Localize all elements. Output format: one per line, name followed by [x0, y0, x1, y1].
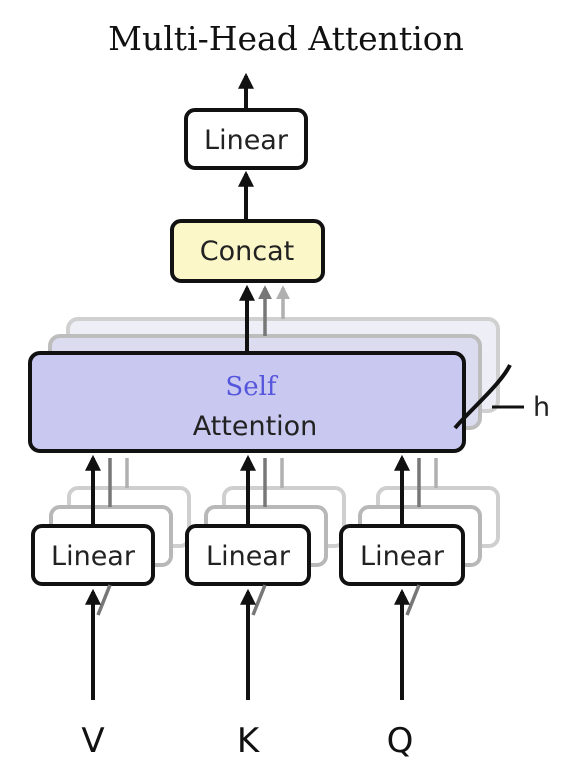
self-attention-block: Self Attention	[28, 351, 466, 453]
input-q-branch	[405, 584, 421, 616]
concat-block: Concat	[170, 219, 325, 283]
linear-k-box	[185, 524, 311, 586]
heads-label: h	[533, 392, 550, 423]
output-linear-box	[184, 108, 308, 170]
input-q-label: Q	[387, 721, 414, 761]
output-linear-label: Linear	[204, 125, 289, 156]
self-attention-box	[28, 351, 466, 453]
concat-box	[170, 219, 325, 283]
linear-q-label: Linear	[360, 541, 445, 572]
input-v-branch	[96, 584, 112, 616]
heads-bracket	[453, 364, 512, 430]
input-column-v: Linear V	[31, 454, 191, 761]
linear-v-box	[31, 524, 155, 586]
diagram-title: Multi-Head Attention	[108, 19, 464, 58]
input-column-k: Linear K	[185, 454, 346, 761]
output-linear-block: Linear	[184, 108, 308, 170]
input-v-label: V	[81, 721, 104, 761]
input-k-branch	[251, 584, 267, 616]
self-attention-label-attention: Attention	[193, 411, 318, 442]
input-k-label: K	[237, 721, 261, 761]
linear-v-label: Linear	[51, 541, 136, 572]
self-attention-label-self: Self	[225, 372, 279, 402]
input-column-q: Linear Q	[339, 454, 500, 761]
linear-q-box	[339, 524, 465, 586]
concat-label: Concat	[200, 236, 294, 267]
linear-k-label: Linear	[206, 541, 291, 572]
